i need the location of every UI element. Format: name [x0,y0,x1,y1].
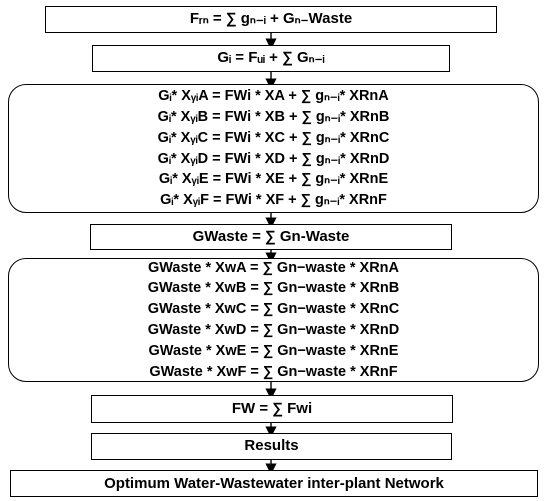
box-fw-equation: FW = ∑ Fwi [91,395,453,423]
network-label: Optimum Water-Wastewater inter-plant Net… [104,475,444,492]
waste-balance-e: GWaste * XwE = ∑ Gn−waste * XRnE [148,342,399,359]
frn-equation: Fᵣₙ = ∑ gₙ₋ᵢ + Gₙ₋Waste [189,10,353,28]
fw-equation: FW = ∑ Fwi [231,399,313,417]
waste-balance-d: GWaste * XwD = ∑ Gn−waste * XRnD [147,322,400,338]
box-frn-equation: Fᵣₙ = ∑ gₙ₋ᵢ + Gₙ₋Waste [45,6,497,33]
mass-balance-e: Gᵢ* XᵧᵢE = FWi * XE + ∑ gₙ₋ᵢ* XRnE [158,171,389,188]
gi-equation: Gᵢ = Fᵤᵢ + ∑ Gₙ₋ᵢ [217,49,325,67]
waste-balance-b: GWaste * XwB = ∑ Gn−waste * XRnB [147,280,400,297]
waste-balance-f: GWaste * XwF = ∑ Gn−waste * XRnF [149,363,398,380]
box-mass-balance: Gᵢ* XᵧᵢA = FWi * XA + ∑ gₙ₋ᵢ* XRnA Gᵢ* X… [8,84,539,213]
waste-balance-c: GWaste * XwC = ∑ Gn−waste * XRnC [147,301,400,318]
box-network: Optimum Water-Wastewater inter-plant Net… [10,470,538,497]
mass-balance-d: Gᵢ* XᵧᵢD = FWi * XD + ∑ gₙ₋ᵢ* XRnD [157,150,390,167]
gwaste-equation: GWaste = ∑ Gn-Waste [192,227,350,245]
mass-balance-f: Gᵢ* XᵧᵢF = FWi * XF + ∑ gₙ₋ᵢ* XRnF [160,192,387,209]
results-label: Results [244,437,299,455]
mass-balance-c: Gᵢ* XᵧᵢC = FWi * XC + ∑ gₙ₋ᵢ* XRnC [157,129,390,146]
box-waste-balance: GWaste * XwA = ∑ Gn−waste * XRnA GWaste … [8,258,539,382]
box-gi-equation: Gᵢ = Fᵤᵢ + ∑ Gₙ₋ᵢ [92,45,450,72]
box-results: Results [91,433,452,460]
box-gwaste-equation: GWaste = ∑ Gn-Waste [90,224,452,250]
mass-balance-a: Gᵢ* XᵧᵢA = FWi * XA + ∑ gₙ₋ᵢ* XRnA [158,88,389,105]
mass-balance-b: Gᵢ* XᵧᵢB = FWi * XB + ∑ gₙ₋ᵢ* XRnB [157,108,390,125]
waste-balance-a: GWaste * XwA = ∑ Gn−waste * XRnA [148,259,399,276]
